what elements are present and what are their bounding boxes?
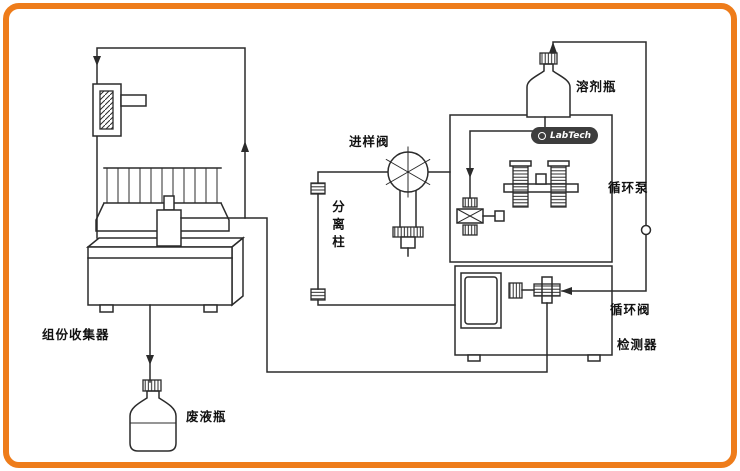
- detector-foot-left: [467, 354, 481, 362]
- tubing: [146, 41, 652, 383]
- flow-arrow-up-icon: [549, 42, 557, 53]
- collector-foot-right: [203, 304, 218, 313]
- collector-base-front: [87, 246, 233, 306]
- pump-head-right: [550, 164, 567, 208]
- valve-spokes: [390, 151, 426, 193]
- test-tubes: [106, 167, 218, 204]
- separation-column: [310, 182, 326, 301]
- brand-logo-icon: [538, 131, 546, 140]
- collector-arm-bar: [120, 94, 147, 107]
- tubing-solvent-to-pump: [469, 116, 546, 199]
- flow-arrow-down-icon: [146, 355, 154, 365]
- tubing-valve-to-column: [317, 171, 389, 184]
- label-waste-bottle: 废液瓶: [186, 409, 227, 424]
- detector-unit: [454, 265, 613, 362]
- detector-display-outer: [460, 272, 502, 329]
- flow-arrow-down-icon: [93, 56, 101, 66]
- detector-housing: [454, 265, 613, 356]
- inlet-fitting-bottom: [462, 224, 478, 236]
- pump-center-fitting: [535, 173, 547, 185]
- label-solvent-bottle: 溶剂瓶: [576, 79, 617, 94]
- solvent-bottle: [526, 52, 571, 118]
- solvent-bottle-cap: [539, 52, 558, 65]
- flow-cell: [508, 282, 523, 299]
- waste-bottle: [129, 379, 177, 452]
- inlet-fitting-top: [462, 197, 478, 208]
- flow-arrow-left-icon: [561, 287, 572, 295]
- label-separation-column: 分离柱: [330, 200, 345, 253]
- detector-display-inner: [464, 276, 498, 325]
- pump-head-right-cap: [547, 160, 570, 167]
- collector-frame-line: [96, 47, 246, 239]
- sample-needle-holder: [400, 236, 416, 249]
- label-circulation-valve: 循环阀: [610, 302, 651, 317]
- collector-base-side: [231, 236, 244, 307]
- solvent-bottle-body: [526, 63, 571, 118]
- label-injection-valve: 进样阀: [349, 134, 390, 149]
- collector-arm-slider: [99, 90, 114, 130]
- sample-loop-lines: [399, 189, 417, 228]
- pump-inlet-assembly: [456, 197, 505, 236]
- detector-foot-right: [587, 354, 601, 362]
- pump-head-left-cap: [509, 160, 532, 167]
- flow-arrow-down-icon: [466, 168, 474, 178]
- inlet-side-fitting: [494, 210, 505, 222]
- junction-node: [640, 224, 652, 236]
- tubing-column-to-detector: [317, 299, 456, 306]
- waste-bottle-body: [129, 390, 177, 452]
- column-bottom-fitting: [310, 288, 326, 301]
- column-top-fitting: [310, 182, 326, 195]
- collector-foot-left: [99, 304, 114, 313]
- fraction-collector: [85, 47, 249, 313]
- sample-loop-fitting: [392, 226, 424, 238]
- brand-badge: LabTech: [531, 127, 599, 144]
- brand-badge-text: LabTech: [550, 130, 592, 141]
- label-circulation-pump: 循环泵: [608, 180, 649, 195]
- label-fraction-collector: 组份收集器: [42, 327, 110, 342]
- tubing-detector-to-collector: [180, 217, 548, 373]
- valve-ports: [385, 146, 431, 198]
- dispenser-nozzle: [163, 195, 175, 211]
- injection-valve: [385, 146, 431, 257]
- flow-arrow-up-icon: [241, 141, 249, 152]
- waste-bottle-cap: [142, 379, 162, 392]
- circulation-valve-body: [533, 283, 561, 297]
- label-detector: 检测器: [617, 337, 658, 352]
- pump-head-left: [512, 164, 529, 208]
- dispenser-head: [156, 209, 182, 247]
- inlet-valve-cross: [456, 208, 484, 224]
